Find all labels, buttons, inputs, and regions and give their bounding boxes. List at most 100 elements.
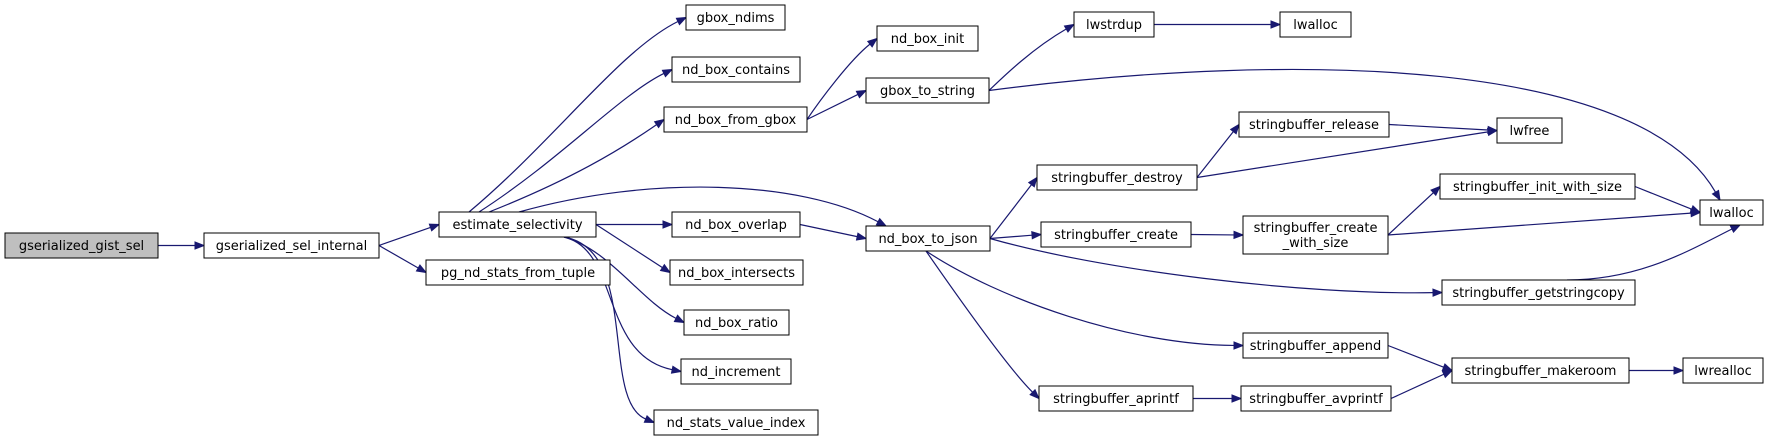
node-label: stringbuffer_avprintf: [1249, 392, 1383, 407]
node-label: nd_box_contains: [682, 63, 790, 78]
node-nd-contains[interactable]: nd_box_contains: [671, 56, 801, 83]
node-box: [653, 409, 819, 436]
node-label: lwalloc: [1709, 206, 1754, 221]
node-lwstrdup[interactable]: lwstrdup: [1073, 11, 1155, 38]
arrowhead-icon: [673, 314, 686, 324]
edge-line: [989, 234, 1033, 240]
edge-nd-from-gbox-to-gbox-to-string: [806, 89, 868, 121]
edge-estimate-to-nd-increment: [563, 236, 683, 374]
node-gbox-to-string[interactable]: gbox_to_string: [865, 77, 990, 104]
node-sb-release[interactable]: stringbuffer_release: [1238, 111, 1390, 138]
edge-lwstrdup-to-lwalloc-top: [1154, 20, 1282, 29]
node-box: [865, 77, 990, 104]
node-nd-from-gbox[interactable]: nd_box_from_gbox: [663, 106, 808, 133]
arrowhead-icon: [875, 217, 888, 227]
arrowhead-icon: [1432, 288, 1444, 297]
edge-nd-to-json-to-sb-getcopy: [989, 237, 1444, 297]
node-sb-destroy[interactable]: stringbuffer_destroy: [1036, 164, 1198, 191]
node-sb-create-ws[interactable]: stringbuffer_create_with_size: [1242, 215, 1389, 255]
node-estimate[interactable]: estimate_selectivity: [438, 211, 597, 238]
edge-line: [988, 28, 1067, 91]
node-box: [438, 211, 597, 238]
node-sb-append[interactable]: stringbuffer_append: [1242, 332, 1389, 359]
node-nd-stats-idx[interactable]: nd_stats_value_index: [653, 409, 819, 436]
node-label: nd_box_to_json: [878, 232, 977, 247]
edge-nd-to-json-to-sb-append: [925, 250, 1245, 350]
node-label: _with_size: [1282, 236, 1349, 251]
node-sb-aprintf[interactable]: stringbuffer_aprintf: [1038, 385, 1194, 412]
arrowhead-icon: [1029, 388, 1040, 400]
node-label: gbox_to_string: [880, 84, 975, 99]
node-nd-ratio[interactable]: nd_box_ratio: [683, 309, 790, 336]
arrowhead-icon: [855, 89, 868, 99]
edge-sb-release-to-lwfree: [1388, 123, 1499, 135]
node-sb-getcopy[interactable]: stringbuffer_getstringcopy: [1441, 279, 1636, 306]
node-nd-overlap[interactable]: nd_box_overlap: [671, 211, 801, 238]
node-lwalloc-top[interactable]: lwalloc: [1279, 11, 1352, 38]
edge-sb-avprintf-to-sb-makeroom: [1390, 369, 1454, 400]
edge-line: [799, 223, 858, 238]
node-box: [1038, 385, 1194, 412]
node-label: pg_nd_stats_from_tuple: [441, 266, 595, 281]
node-sb-create[interactable]: stringbuffer_create: [1040, 221, 1192, 248]
node-label: stringbuffer_getstringcopy: [1452, 286, 1625, 301]
node-box: [1451, 357, 1630, 384]
arrowhead-icon: [1441, 363, 1454, 372]
node-box: [1073, 11, 1155, 38]
node-box: [680, 358, 792, 385]
edge-line: [925, 250, 1235, 347]
node-gbox-ndims[interactable]: gbox_ndims: [685, 4, 786, 31]
node-label: lwfree: [1510, 124, 1550, 139]
node-label: nd_box_intersects: [678, 266, 795, 281]
node-label: stringbuffer_makeroom: [1465, 364, 1617, 379]
edge-estimate-to-nd-intersects: [595, 223, 672, 274]
node-gist-sel[interactable]: gserialized_gist_sel: [4, 232, 159, 259]
arrowhead-icon: [1673, 366, 1685, 375]
node-label: nd_stats_value_index: [667, 416, 806, 431]
edge-estimate-to-nd-contains: [478, 68, 674, 213]
edge-estimate-to-nd-ratio: [563, 236, 686, 324]
arrowhead-icon: [661, 68, 674, 78]
node-label: nd_box_from_gbox: [675, 113, 797, 128]
arrowhead-icon: [1233, 341, 1245, 350]
node-label: stringbuffer_destroy: [1051, 171, 1183, 186]
node-nd-to-json[interactable]: nd_box_to_json: [865, 225, 991, 252]
node-lwalloc[interactable]: lwalloc: [1699, 199, 1764, 226]
arrowhead-icon: [659, 263, 672, 274]
edge-line: [1387, 192, 1434, 236]
node-label: stringbuffer_aprintf: [1053, 392, 1179, 407]
arrowhead-icon: [855, 232, 868, 241]
node-label: estimate_selectivity: [452, 218, 582, 233]
node-label: stringbuffer_append: [1250, 339, 1382, 354]
arrowhead-icon: [675, 16, 688, 26]
edge-line: [1387, 344, 1444, 368]
node-label: nd_box_init: [891, 32, 965, 47]
edge-line: [989, 237, 1434, 294]
node-label: stringbuffer_create: [1054, 228, 1178, 243]
edge-line: [1387, 212, 1692, 236]
node-sel-internal[interactable]: gserialized_sel_internal: [203, 232, 380, 259]
node-box: [865, 225, 991, 252]
edge-line: [925, 250, 1034, 393]
node-sb-makeroom[interactable]: stringbuffer_makeroom: [1451, 357, 1630, 384]
arrowhead-icon: [1027, 176, 1038, 188]
node-box: [1439, 173, 1636, 200]
edge-line: [1634, 185, 1692, 210]
node-lwrealloc[interactable]: lwrealloc: [1682, 357, 1764, 384]
arrowhead-icon: [1487, 125, 1499, 135]
edge-line: [1388, 123, 1489, 131]
node-nd-intersects[interactable]: nd_box_intersects: [669, 259, 804, 286]
node-lwfree[interactable]: lwfree: [1496, 117, 1563, 144]
node-nd-increment[interactable]: nd_increment: [680, 358, 792, 385]
node-sb-init-ws[interactable]: stringbuffer_init_with_size: [1439, 173, 1636, 200]
node-label: stringbuffer_create: [1254, 221, 1378, 236]
node-label: stringbuffer_release: [1249, 118, 1379, 133]
node-nd-init[interactable]: nd_box_init: [876, 25, 979, 52]
node-pg-stats[interactable]: pg_nd_stats_from_tuple: [425, 259, 611, 286]
node-box: [1682, 357, 1764, 384]
edge-nd-from-gbox-to-nd-init: [806, 37, 879, 120]
arrowhead-icon: [643, 414, 656, 424]
arrowhead-icon: [415, 264, 428, 274]
edge-line: [468, 20, 679, 213]
node-sb-avprintf[interactable]: stringbuffer_avprintf: [1240, 385, 1392, 412]
